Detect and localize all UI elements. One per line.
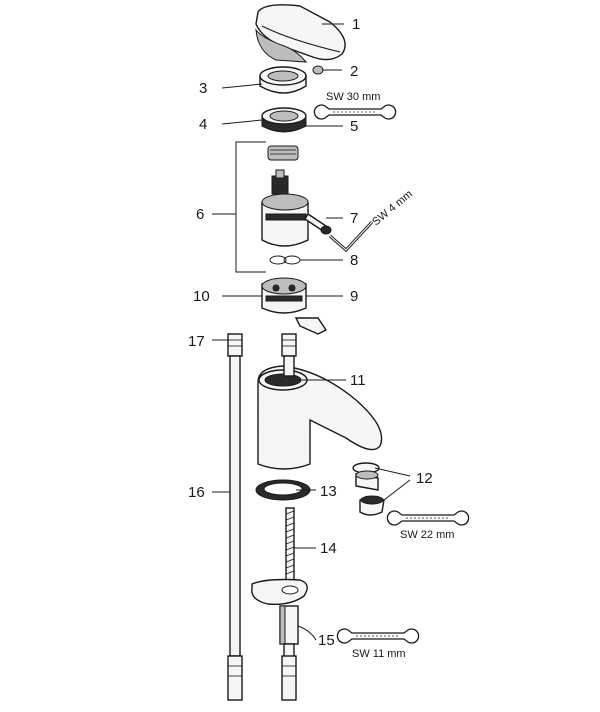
callout-1: 1: [352, 16, 360, 33]
lever-handle: [255, 4, 346, 63]
threaded-rod: [285, 507, 295, 585]
callout-14: 14: [320, 540, 337, 557]
wrench-30mm-icon: [313, 104, 397, 120]
callout-10: 10: [193, 288, 210, 305]
cartridge-thread-ring: [267, 145, 299, 161]
callout-2: 2: [350, 63, 358, 80]
callout-16: 16: [188, 484, 205, 501]
callout-8: 8: [350, 252, 358, 269]
hex-key-icon: [329, 220, 374, 253]
tool-label-sw11: SW 11 mm: [352, 648, 406, 660]
horseshoe-washer: [251, 578, 308, 606]
callout-4: 4: [199, 116, 207, 133]
supply-hose-right: [281, 333, 297, 701]
base-gasket: [255, 479, 311, 501]
cap-ring: [259, 66, 307, 94]
mounting-nut: [279, 605, 299, 645]
o-rings: [269, 255, 301, 265]
callout-9: 9: [350, 288, 358, 305]
callout-7: 7: [350, 210, 358, 227]
callout-12: 12: [416, 470, 433, 487]
leader-lines: [212, 23, 411, 641]
callout-5: 5: [350, 118, 358, 135]
tool-label-sw4: SW 4 mm: [370, 188, 415, 228]
wrench-22mm-icon: [386, 510, 470, 526]
wrench-11mm-icon: [336, 628, 420, 644]
cartridge-nut: [261, 107, 307, 133]
callout-6: 6: [196, 206, 204, 223]
callout-13: 13: [320, 483, 337, 500]
fixing-screw: [304, 213, 332, 235]
tool-label-sw30: SW 30 mm: [326, 91, 380, 103]
aerator-set: [352, 462, 385, 516]
supply-hose-left: [227, 333, 243, 701]
spout-body: [257, 365, 383, 470]
callout-17: 17: [188, 333, 205, 350]
tool-label-sw22: SW 22 mm: [400, 529, 454, 541]
set-screw: [312, 65, 324, 75]
callout-11: 11: [350, 372, 366, 389]
callout-15: 15: [318, 632, 335, 649]
callout-3: 3: [199, 80, 207, 97]
valve-base: [261, 277, 328, 335]
mixing-cartridge: [261, 169, 309, 247]
